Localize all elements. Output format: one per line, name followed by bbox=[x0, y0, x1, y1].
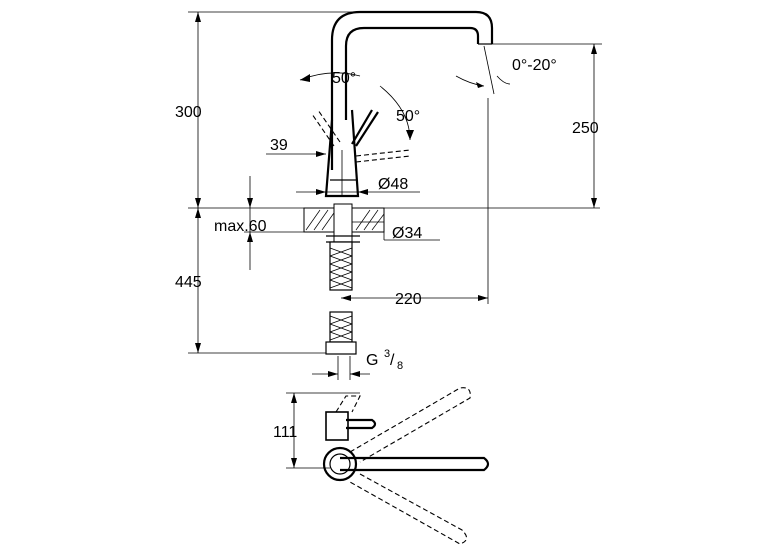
body-diameter-label: Ø48 bbox=[378, 176, 408, 193]
height-dimension-line bbox=[188, 11, 352, 354]
spout-height-label: 250 bbox=[572, 120, 599, 137]
connection-thread-dimension bbox=[312, 356, 370, 380]
plan-depth-label: 111 bbox=[273, 424, 297, 441]
plan-view bbox=[286, 387, 490, 545]
lever-offset-dimension bbox=[266, 151, 326, 157]
supply-hoses bbox=[325, 241, 357, 355]
lever-angle-lower-label: 50° bbox=[396, 108, 420, 125]
mounting-section bbox=[303, 203, 385, 243]
spout-reach-dimension bbox=[341, 98, 489, 304]
spout-height-dimension bbox=[488, 43, 602, 208]
spout-reach-label: 220 bbox=[395, 291, 422, 308]
lever-offset-label: 39 bbox=[270, 137, 288, 154]
spout-tilt-label: 0°-20° bbox=[512, 57, 557, 74]
connection-thread-sup: 3 bbox=[384, 348, 390, 360]
lever-angle-upper-label: 50° bbox=[332, 70, 356, 87]
spout bbox=[330, 10, 494, 170]
max-thickness-dimension bbox=[244, 176, 306, 270]
body-diameter-dimension bbox=[296, 189, 420, 195]
connection-thread-sub: 8 bbox=[397, 360, 403, 372]
height-bottom-label: 445 bbox=[175, 274, 202, 291]
connection-thread-label: G bbox=[366, 352, 378, 369]
lever-positions bbox=[299, 72, 414, 163]
hole-diameter-leader bbox=[352, 221, 440, 241]
height-top-label: 300 bbox=[175, 104, 202, 121]
hole-diameter-label: Ø34 bbox=[392, 225, 422, 242]
faucet-body bbox=[324, 109, 360, 198]
connection-slash: / bbox=[390, 352, 395, 369]
max-thickness-label: max.60 bbox=[214, 218, 267, 235]
spout-tilt-indicator bbox=[455, 45, 511, 95]
